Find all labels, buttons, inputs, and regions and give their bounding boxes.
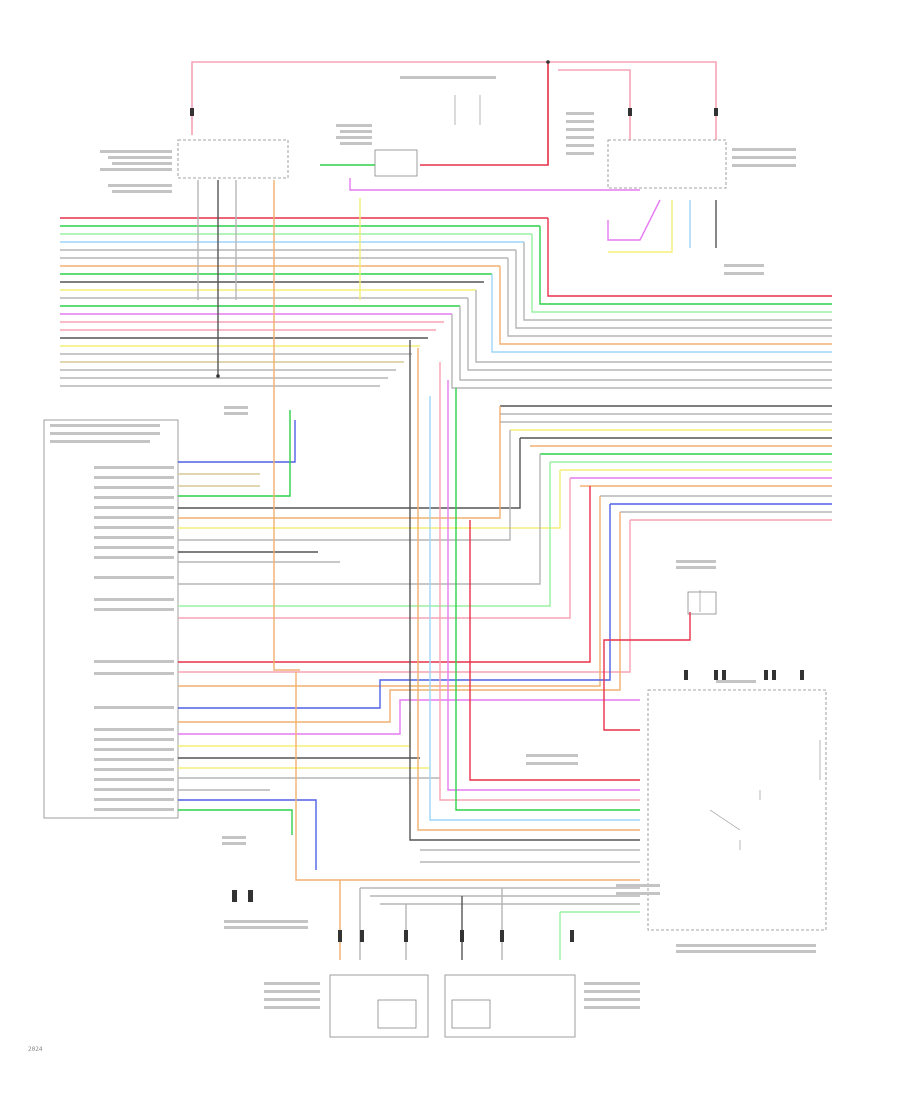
vertical-buses [295, 340, 640, 960]
relay-small-box [687, 591, 717, 615]
fuse-box [374, 149, 418, 177]
right-harness [451, 218, 832, 521]
left-harness [60, 217, 548, 387]
power-feed-wire [420, 62, 549, 166]
component-details [454, 95, 821, 850]
lower-right-connector [444, 974, 576, 1038]
power-feed-wire [191, 61, 717, 140]
pin-markers [190, 60, 804, 942]
power-feed-wire [558, 69, 631, 140]
small-connector-1 [377, 999, 417, 1029]
pcm-pin-wires [178, 406, 640, 870]
components [43, 139, 827, 1038]
top-power-feed [191, 61, 717, 166]
lower-left-connector [329, 974, 429, 1038]
pcm-main-box [43, 419, 179, 819]
instrument-cluster-box [177, 139, 289, 179]
transmission-connector-box [647, 689, 827, 931]
cluster-drops [197, 164, 717, 731]
label-marks [50, 76, 816, 1009]
relay-box [607, 139, 727, 189]
small-connector-2 [451, 999, 491, 1029]
figure-code: 2024 [28, 1046, 43, 1053]
